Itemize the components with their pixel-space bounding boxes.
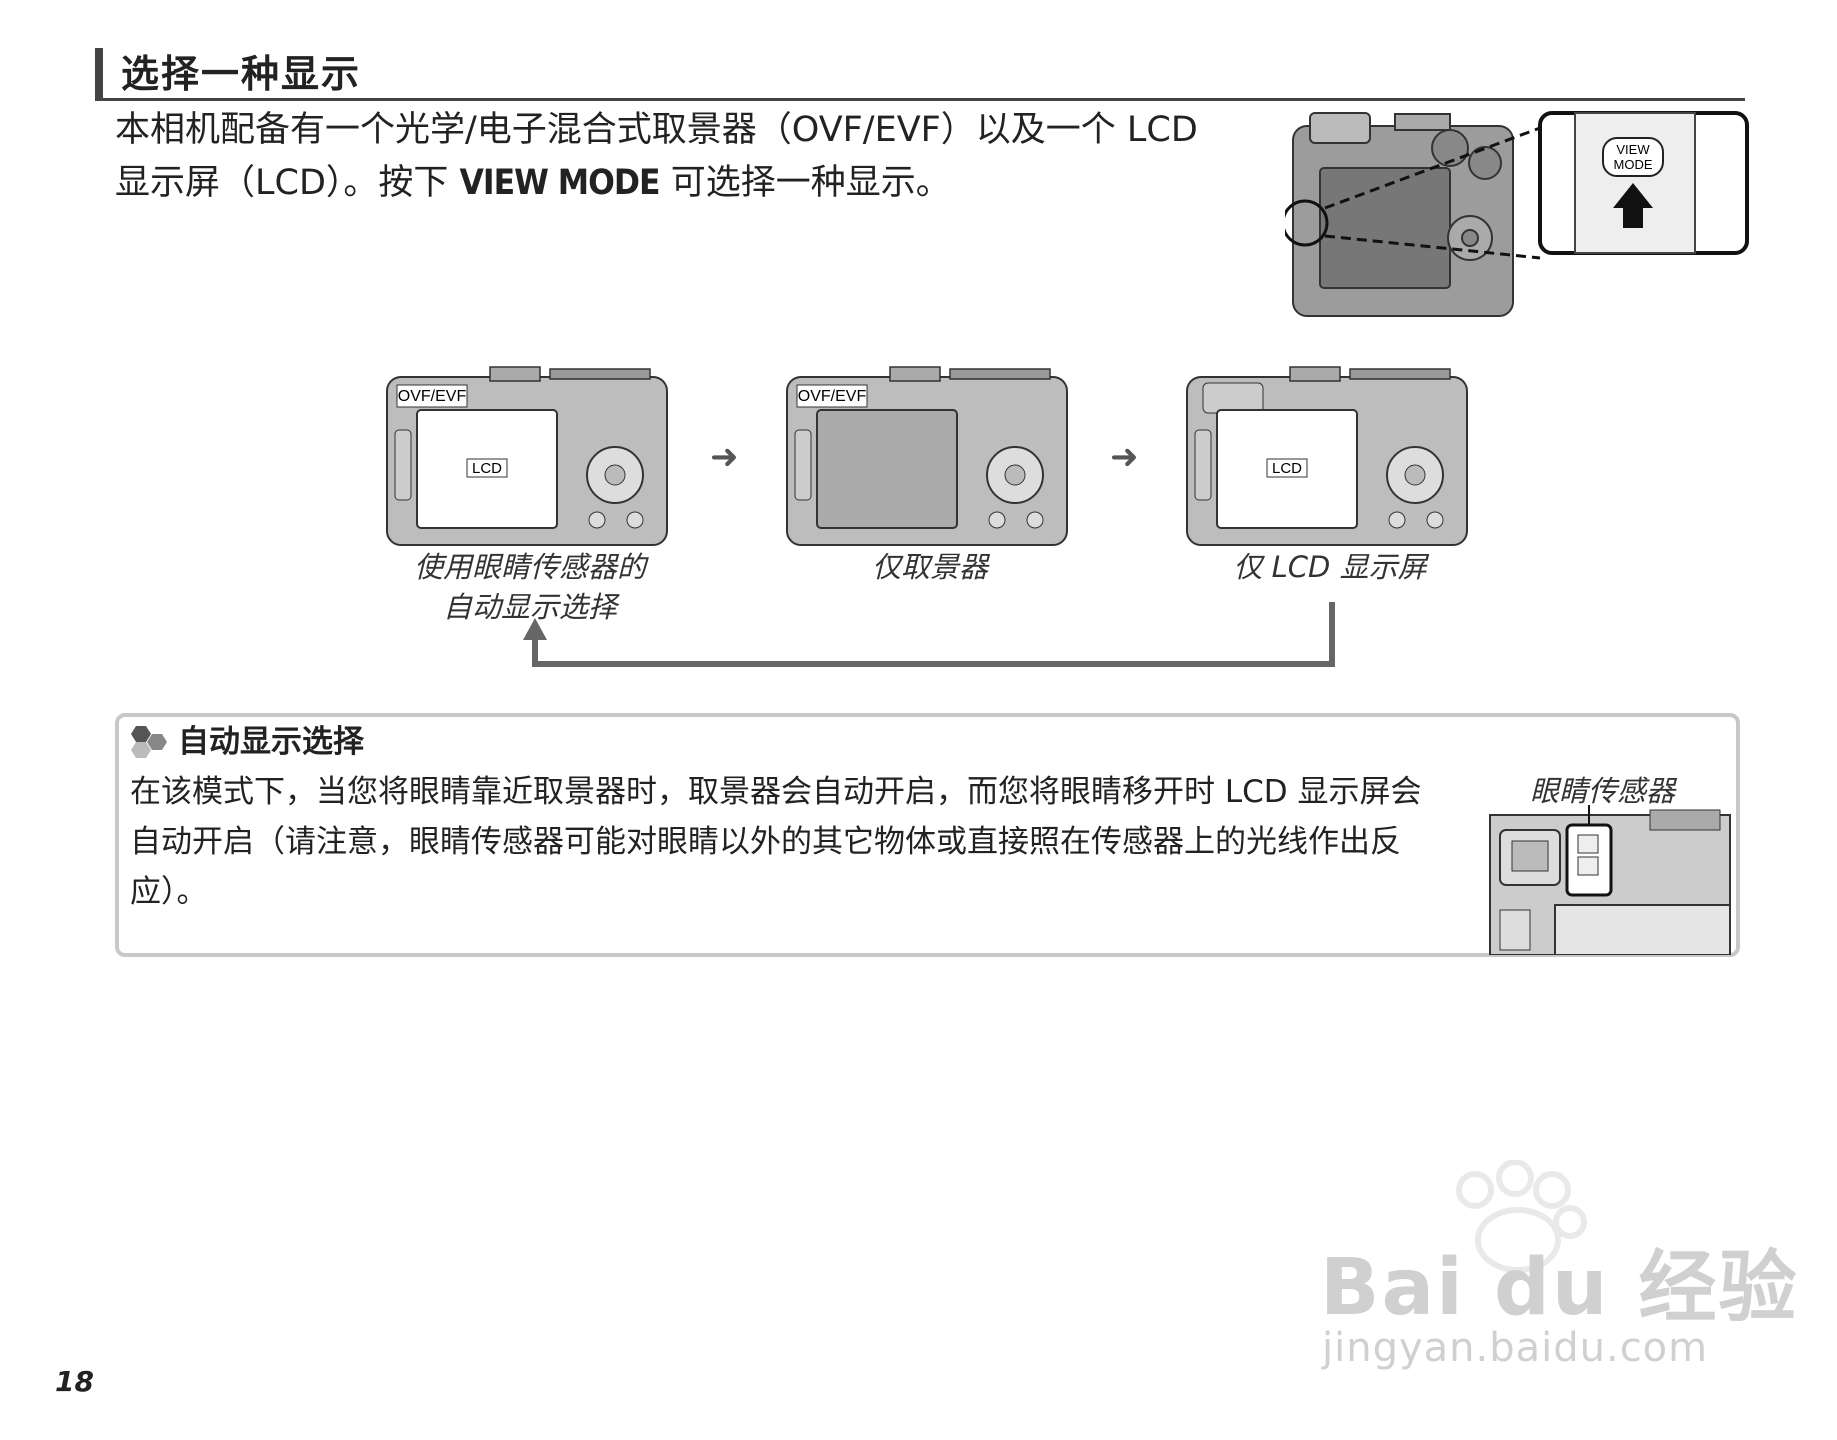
tag-lcd: LCD	[1272, 460, 1302, 477]
intro-line-1: 本相机配备有一个光学/电子混合式取景器（OVF/EVF）以及一个 LCD	[115, 110, 1198, 150]
next-arrow-icon: ➜	[710, 437, 739, 477]
camera-mode-auto: OVF/EVF LCD	[386, 366, 668, 546]
cycle-back-arrow-icon	[523, 602, 1335, 667]
eye-sensor-illustration	[1489, 805, 1731, 955]
eye-sensor-label: 眼睛传感器	[1530, 774, 1676, 808]
caption-mode-viewfinder: 仅取景器	[871, 550, 988, 584]
intro-line-2-post: 可选择一种显示。	[659, 163, 951, 203]
press-arrow-icon	[1613, 183, 1653, 228]
watermark-url: jingyan.baidu.com	[1322, 1325, 1709, 1371]
tip-body: 在该模式下，当您将眼睛靠近取景器时，取景器会自动开启，而您将眼睛移开时 LCD …	[130, 774, 1422, 910]
caption-mode-lcd: 仅 LCD 显示屏	[1233, 550, 1427, 584]
camera-mode-lcd: LCD	[1186, 366, 1468, 546]
camera-view-mode-illustration: VIEW MODE	[1285, 111, 1749, 317]
watermark-brand: Bai du 经验	[1320, 1243, 1799, 1333]
caption-line-1: 使用眼睛传感器的	[413, 550, 646, 584]
title-rule	[95, 98, 1745, 101]
page-number: 18	[55, 1365, 94, 1398]
page-title: 选择一种显示	[95, 48, 361, 100]
view-mode-label-top: VIEW	[1616, 142, 1650, 157]
tip-title: 自动显示选择	[178, 724, 364, 760]
caption-mode-auto: 使用眼睛传感器的 自动显示选择	[380, 547, 680, 627]
paw-watermark-icon	[1456, 1160, 1587, 1273]
tag-ovf-evf: OVF/EVF	[398, 388, 467, 405]
camera-mode-viewfinder: OVF/EVF	[786, 366, 1068, 546]
tag-ovf-evf: OVF/EVF	[798, 388, 867, 405]
intro-line-2-pre: 显示屏（LCD）。按下	[115, 163, 460, 203]
tag-lcd: LCD	[472, 460, 502, 477]
next-arrow-icon: ➜	[1110, 437, 1139, 477]
tip-box	[115, 713, 1740, 957]
view-mode-button-label: VIEW MODE	[459, 163, 661, 203]
view-mode-label-bottom: MODE	[1614, 157, 1653, 172]
tip-icon	[131, 726, 167, 758]
caption-line-2: 自动显示选择	[442, 590, 617, 624]
intro-line-2: 显示屏（LCD）。按下 VIEW MODE 可选择一种显示。	[115, 160, 951, 206]
